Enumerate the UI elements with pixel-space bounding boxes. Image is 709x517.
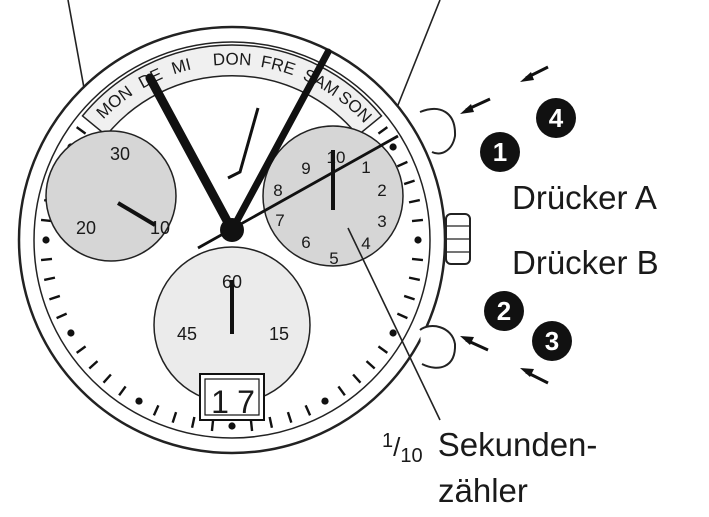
svg-text:MI: MI	[169, 55, 193, 79]
hour-marker	[228, 422, 236, 430]
minute-tick	[365, 360, 376, 370]
minute-tick	[75, 345, 87, 354]
minute-tick	[352, 373, 362, 384]
subdial-left	[45, 130, 177, 262]
subdial-right-10: 10	[327, 148, 346, 167]
tenth-line-2: zähler	[438, 472, 528, 509]
minute-tick	[88, 360, 99, 370]
step-badge-3: 3	[532, 321, 572, 361]
hour-marker	[389, 143, 397, 151]
hour-marker	[135, 397, 143, 405]
minute-hand	[228, 48, 332, 234]
subdial-right-4: 4	[361, 234, 370, 253]
label-tenth-seconds: 1/10 Sekunden-	[382, 426, 597, 469]
subdial-right-5: 5	[329, 249, 338, 268]
minute-tick	[411, 257, 424, 262]
minute-tick	[408, 276, 421, 282]
arrow-icon	[460, 97, 491, 114]
arrow-icon	[460, 336, 489, 352]
pusher-b[interactable]	[419, 325, 457, 369]
tenth-fraction-den: 10	[400, 445, 423, 467]
minute-tick	[268, 416, 274, 429]
hour-hand	[145, 73, 237, 235]
pusher-a[interactable]	[419, 108, 457, 155]
minute-tick	[102, 373, 112, 384]
tenth-fraction-slash: /	[393, 432, 401, 462]
minute-tick	[411, 218, 424, 223]
subdial-left-10: 10	[150, 218, 170, 238]
hour-marker	[389, 329, 397, 337]
step-badge-1: 1	[480, 132, 520, 172]
minute-tick	[56, 312, 68, 320]
day-indicator-hand	[227, 107, 260, 180]
day-label-mi: MI	[169, 55, 193, 79]
subdial-left-hand	[116, 201, 157, 227]
subdial-left-20: 20	[76, 218, 96, 238]
minute-tick	[171, 411, 178, 423]
label-pusher-a: Drücker A	[512, 179, 657, 216]
tenth-fraction-num: 1	[382, 430, 394, 452]
svg-text:DON: DON	[212, 50, 252, 70]
minute-tick	[304, 404, 312, 416]
subdial-bottom-15: 15	[269, 324, 289, 344]
minute-tick	[249, 419, 254, 432]
subdial-right-2: 2	[377, 181, 386, 200]
date-window	[199, 373, 265, 421]
hour-marker	[42, 236, 50, 244]
hour-marker	[414, 236, 422, 244]
subdial-right-8: 8	[273, 181, 282, 200]
minute-tick	[152, 404, 160, 416]
date-window-inner	[204, 378, 260, 416]
subdial-right-1: 1	[361, 158, 370, 177]
minute-tick	[408, 198, 421, 204]
subdial-right-9: 9	[301, 159, 310, 178]
minute-tick	[210, 419, 215, 432]
hour-marker	[321, 397, 329, 405]
label-pusher-b: Drücker B	[512, 244, 659, 281]
minute-tick	[286, 411, 293, 423]
pointer-line-right	[389, 0, 441, 126]
hour-marker	[67, 329, 75, 337]
subdial-left-30: 30	[110, 144, 130, 164]
minute-tick	[396, 312, 408, 320]
pointer-line-bottom	[347, 227, 441, 421]
tenth-line-1: Sekunden-	[437, 426, 598, 463]
day-arc-band	[81, 44, 383, 137]
minute-tick	[403, 179, 415, 186]
subdial-right-7: 7	[275, 211, 284, 230]
date-digit-1: 1	[211, 384, 229, 420]
day-label-don: DON	[212, 50, 252, 70]
arrow-icon	[520, 65, 549, 82]
subdial-bottom-45: 45	[177, 324, 197, 344]
minute-tick	[337, 385, 346, 397]
minute-tick	[190, 416, 196, 429]
step-badge-2: 2	[484, 291, 524, 331]
minute-tick	[377, 345, 389, 354]
minute-tick	[40, 257, 53, 262]
arrow-icon	[520, 368, 549, 385]
subdial-right-3: 3	[377, 212, 386, 231]
step-badge-4: 4	[536, 98, 576, 138]
minute-tick	[43, 276, 56, 282]
center-pin	[220, 218, 244, 242]
minute-tick	[49, 294, 61, 301]
minute-tick	[118, 385, 127, 397]
minute-tick	[377, 126, 389, 135]
minute-tick	[75, 126, 87, 135]
date-digit-2: 7	[237, 384, 255, 420]
minute-tick	[403, 294, 415, 301]
subdial-right-6: 6	[301, 233, 310, 252]
minute-tick	[396, 160, 408, 168]
